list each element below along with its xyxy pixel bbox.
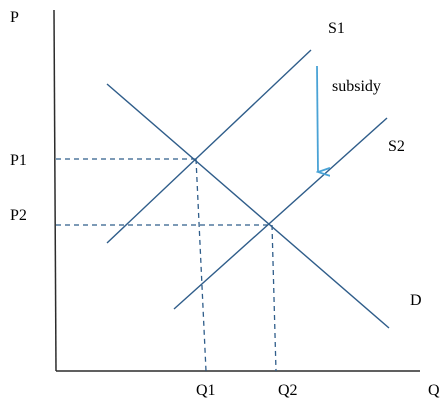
demand-label: D <box>410 292 422 309</box>
q2-label: Q2 <box>278 382 298 399</box>
price-axis-label: P <box>10 9 19 26</box>
q1-guide-line <box>195 158 207 372</box>
supply-s2-label: S2 <box>388 138 405 155</box>
p1-label: P1 <box>10 152 27 169</box>
demand-curve <box>106 83 390 329</box>
supply-curve-s2 <box>173 117 388 310</box>
supply-s1-label: S1 <box>328 20 345 37</box>
q2-guide-line <box>271 224 277 372</box>
supply-curve-s1 <box>106 49 312 244</box>
q1-label: Q1 <box>196 382 216 399</box>
p2-label: P2 <box>10 207 27 224</box>
price-axis <box>53 9 57 372</box>
subsidy-shift-arrow <box>317 65 318 172</box>
quantity-axis-label: Q <box>428 382 440 399</box>
subsidy-label: subsidy <box>332 78 381 95</box>
